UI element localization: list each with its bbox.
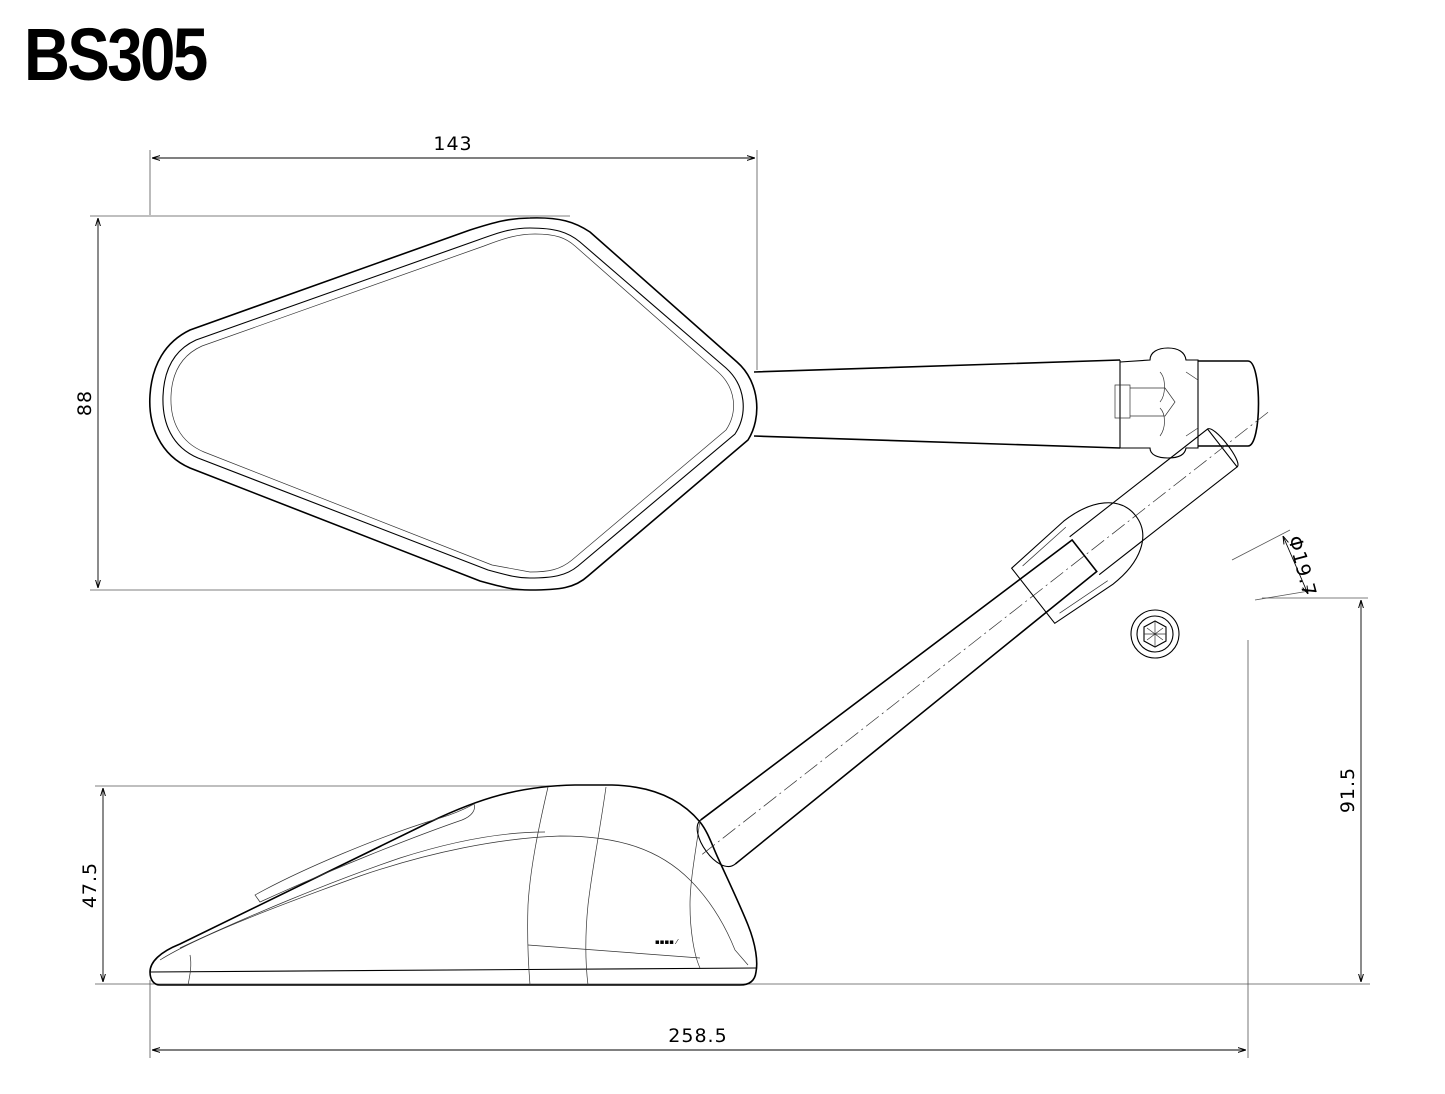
rizoma-logo: ▪▪▪▪ ⁄ <box>655 938 679 946</box>
end-cap-top <box>1198 360 1260 447</box>
mirror-head-outline <box>149 217 758 591</box>
top-view: 143 88 <box>74 133 1260 591</box>
dim-label-top-width: 143 <box>433 133 472 155</box>
stem-side <box>696 410 1270 867</box>
stem-top <box>753 359 1121 449</box>
clamp-top <box>1119 347 1199 459</box>
page-title: BS305 <box>24 13 208 96</box>
side-view: 47.5 91.5 258.5 Φ19.7 ▪▪▪▪ ⁄ <box>79 410 1370 1058</box>
dim-label-side-total-length: 258.5 <box>668 1025 727 1047</box>
dim-line-stem-diameter <box>1283 536 1308 594</box>
mirror-body-side <box>149 784 758 986</box>
dim-label-top-height: 88 <box>74 390 96 416</box>
dim-label-stem-diameter: Φ19.7 <box>1283 534 1320 600</box>
bolt-head <box>1130 609 1180 659</box>
dim-label-side-body-height: 47.5 <box>79 862 101 908</box>
dim-label-side-total-height: 91.5 <box>1337 767 1359 813</box>
mirror-glass-outline <box>162 227 744 579</box>
